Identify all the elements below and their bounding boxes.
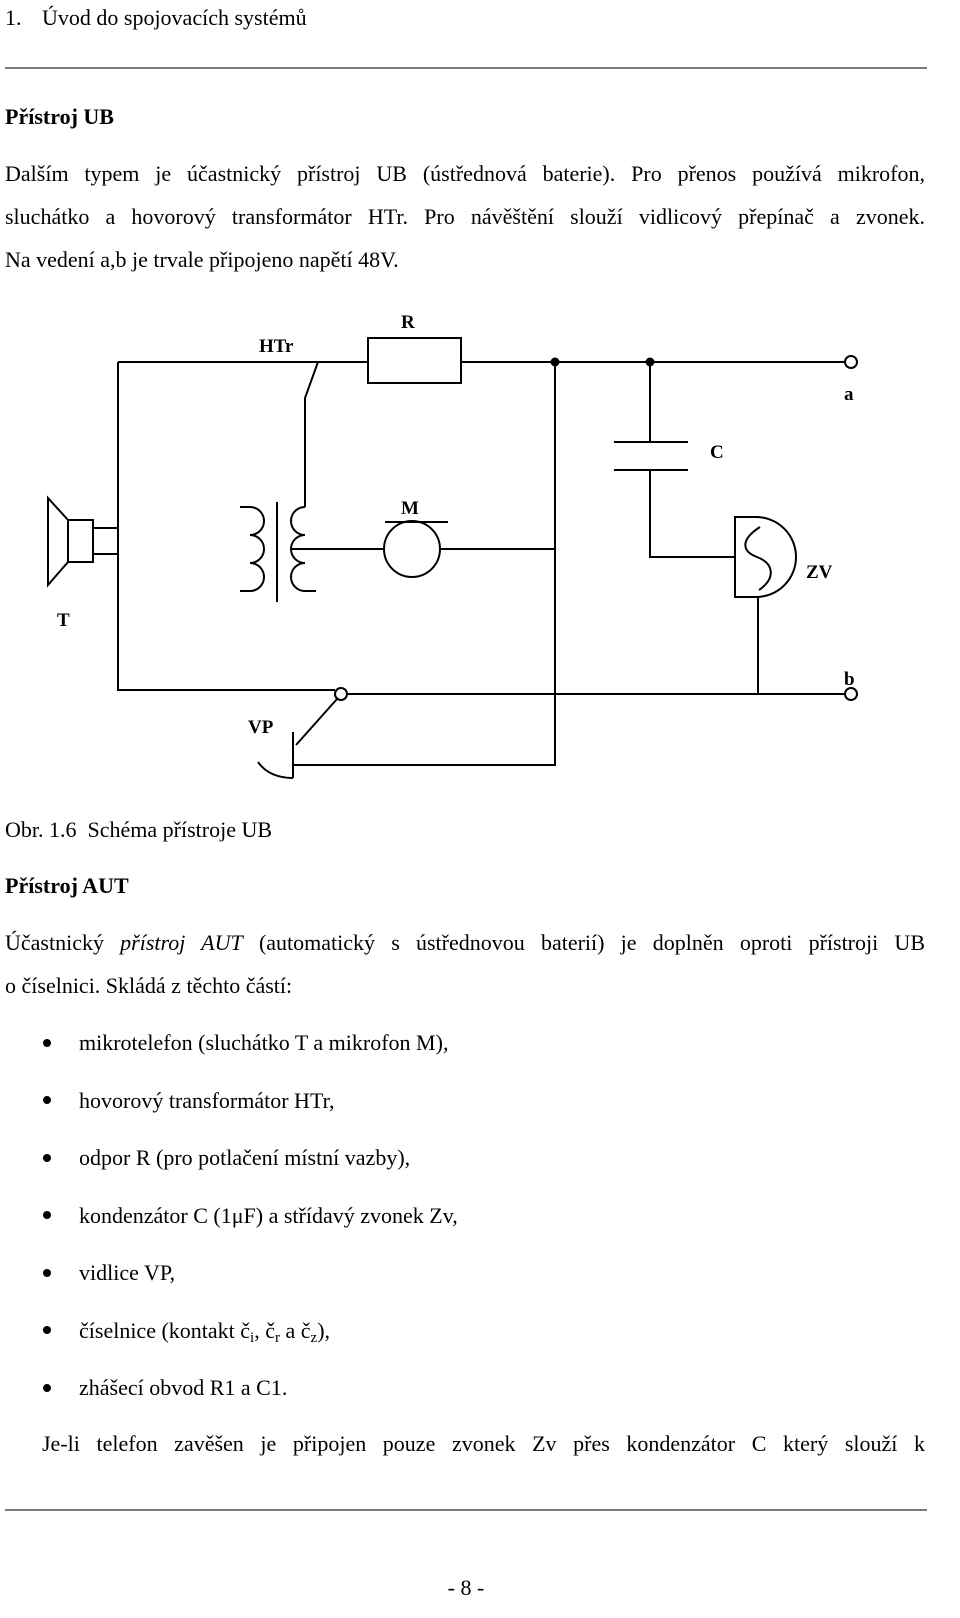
list-item: hovorový transformátor HTr, <box>0 1072 930 1130</box>
continuation-line: Je-li telefon zavěšen je připojen pouze … <box>42 1431 925 1456</box>
bullet-dot <box>43 1268 51 1277</box>
chapter-number: 1. <box>5 5 22 30</box>
label-b: b <box>844 669 855 690</box>
subscript: z <box>310 1329 318 1346</box>
label-t: T <box>57 610 70 631</box>
paragraph-ub: Dalším typem je účastnický přístroj UB (… <box>5 152 925 281</box>
component-list: mikrotelefon (sluchátko T a mikrofon M),… <box>0 1014 930 1417</box>
terminal-b <box>844 687 858 701</box>
italic-term: přístroj AUT <box>120 929 243 955</box>
switch-arm <box>295 698 338 746</box>
label-vp: VP <box>248 717 274 738</box>
switch-hook <box>257 732 294 779</box>
transformer-secondary-coil <box>290 506 316 592</box>
list-item-text: kondenzátor C (1μF) a střídavý zvonek Zv… <box>79 1202 458 1228</box>
header-rule <box>5 67 927 69</box>
figure-caption: Obr. 1.6 Schéma přístroje UB <box>5 817 273 842</box>
list-item-text: hovorový transformátor HTr, <box>79 1087 335 1113</box>
list-item: kondenzátor C (1μF) a střídavý zvonek Zv… <box>0 1187 930 1245</box>
label-zv: ZV <box>806 562 833 583</box>
bullet-dot <box>43 1211 51 1220</box>
list-item: mikrotelefon (sluchátko T a mikrofon M), <box>0 1014 930 1072</box>
label-a: a <box>844 384 854 405</box>
bell-coil <box>744 526 772 591</box>
text-run: a č <box>279 1317 311 1343</box>
bullet-dot <box>43 1038 51 1047</box>
text-run: Účastnický <box>5 929 121 955</box>
text-run: , č <box>254 1317 275 1343</box>
wire-top-left <box>118 361 320 507</box>
list-item: odpor R (pro potlačení místní vazby), <box>0 1129 930 1187</box>
list-item-text: číselnice (kontakt či, čr a čz), <box>79 1317 331 1346</box>
transformer-primary-coil <box>240 506 265 592</box>
bullet-dot <box>43 1153 51 1162</box>
text-run: číselnice (kontakt č <box>79 1317 251 1343</box>
wire-left <box>117 362 335 691</box>
earpiece-symbol <box>47 495 119 588</box>
bell-symbol <box>734 516 797 598</box>
section-heading-ub: Přístroj UB <box>5 104 114 129</box>
label-htr: HTr <box>259 336 294 357</box>
bullet-dot <box>43 1383 51 1392</box>
circuit-diagram-ub: HTr R a C M ZV T b VP <box>47 312 858 779</box>
capacitor-symbol <box>614 441 688 471</box>
subscript: r <box>274 1329 280 1346</box>
list-item-text: zhášecí obvod R1 a C1. <box>79 1375 288 1400</box>
section-heading-aut: Přístroj AUT <box>5 873 129 898</box>
wire-node-to-switch <box>293 362 556 766</box>
bullet-dot <box>43 1326 51 1335</box>
page-number: - 8 - <box>447 1575 485 1600</box>
list-item: číselnice (kontakt či, čr a čz), <box>0 1302 930 1360</box>
paragraph-line: Dalším typem je účastnický přístroj UB (… <box>5 160 925 186</box>
chapter-title: Úvod do spojovacích systémů <box>42 5 307 30</box>
microphone-symbol <box>383 520 441 578</box>
label-c: C <box>710 442 724 463</box>
paragraph-line: o číselnici. Skládá z těchto částí: <box>5 972 293 998</box>
label-r: R <box>401 312 415 333</box>
paragraph-line: sluchátko a hovorový transformátor HTr. … <box>5 203 925 229</box>
list-item-text: vidlice VP, <box>79 1260 176 1285</box>
running-header: 1. Úvod do spojovacích systémů <box>5 3 307 33</box>
footer-rule <box>5 1509 927 1511</box>
resistor-symbol <box>367 337 462 384</box>
subscript: i <box>250 1329 255 1346</box>
wire-capacitor-bell <box>649 362 735 558</box>
list-item-text: mikrotelefon (sluchátko T a mikrofon M), <box>79 1030 449 1055</box>
list-item: zhášecí obvod R1 a C1. <box>0 1359 930 1417</box>
paragraph-line: Účastnický přístroj AUT (automatický s ú… <box>5 921 925 964</box>
list-item-text: odpor R (pro potlačení místní vazby), <box>79 1145 411 1170</box>
list-item: vidlice VP, <box>0 1244 930 1302</box>
text-run: ), <box>317 1317 331 1343</box>
paragraph-line: Na vedení a,b je trvale připojeno napětí… <box>5 246 399 272</box>
paragraph-aut: Účastnický přístroj AUT (automatický s ú… <box>5 921 925 1007</box>
text-run: (automatický s ústřednovou baterií) je d… <box>242 929 925 955</box>
label-m: M <box>401 498 419 519</box>
switch-contact <box>334 687 348 701</box>
bullet-dot <box>43 1096 51 1105</box>
terminal-a <box>844 355 858 369</box>
